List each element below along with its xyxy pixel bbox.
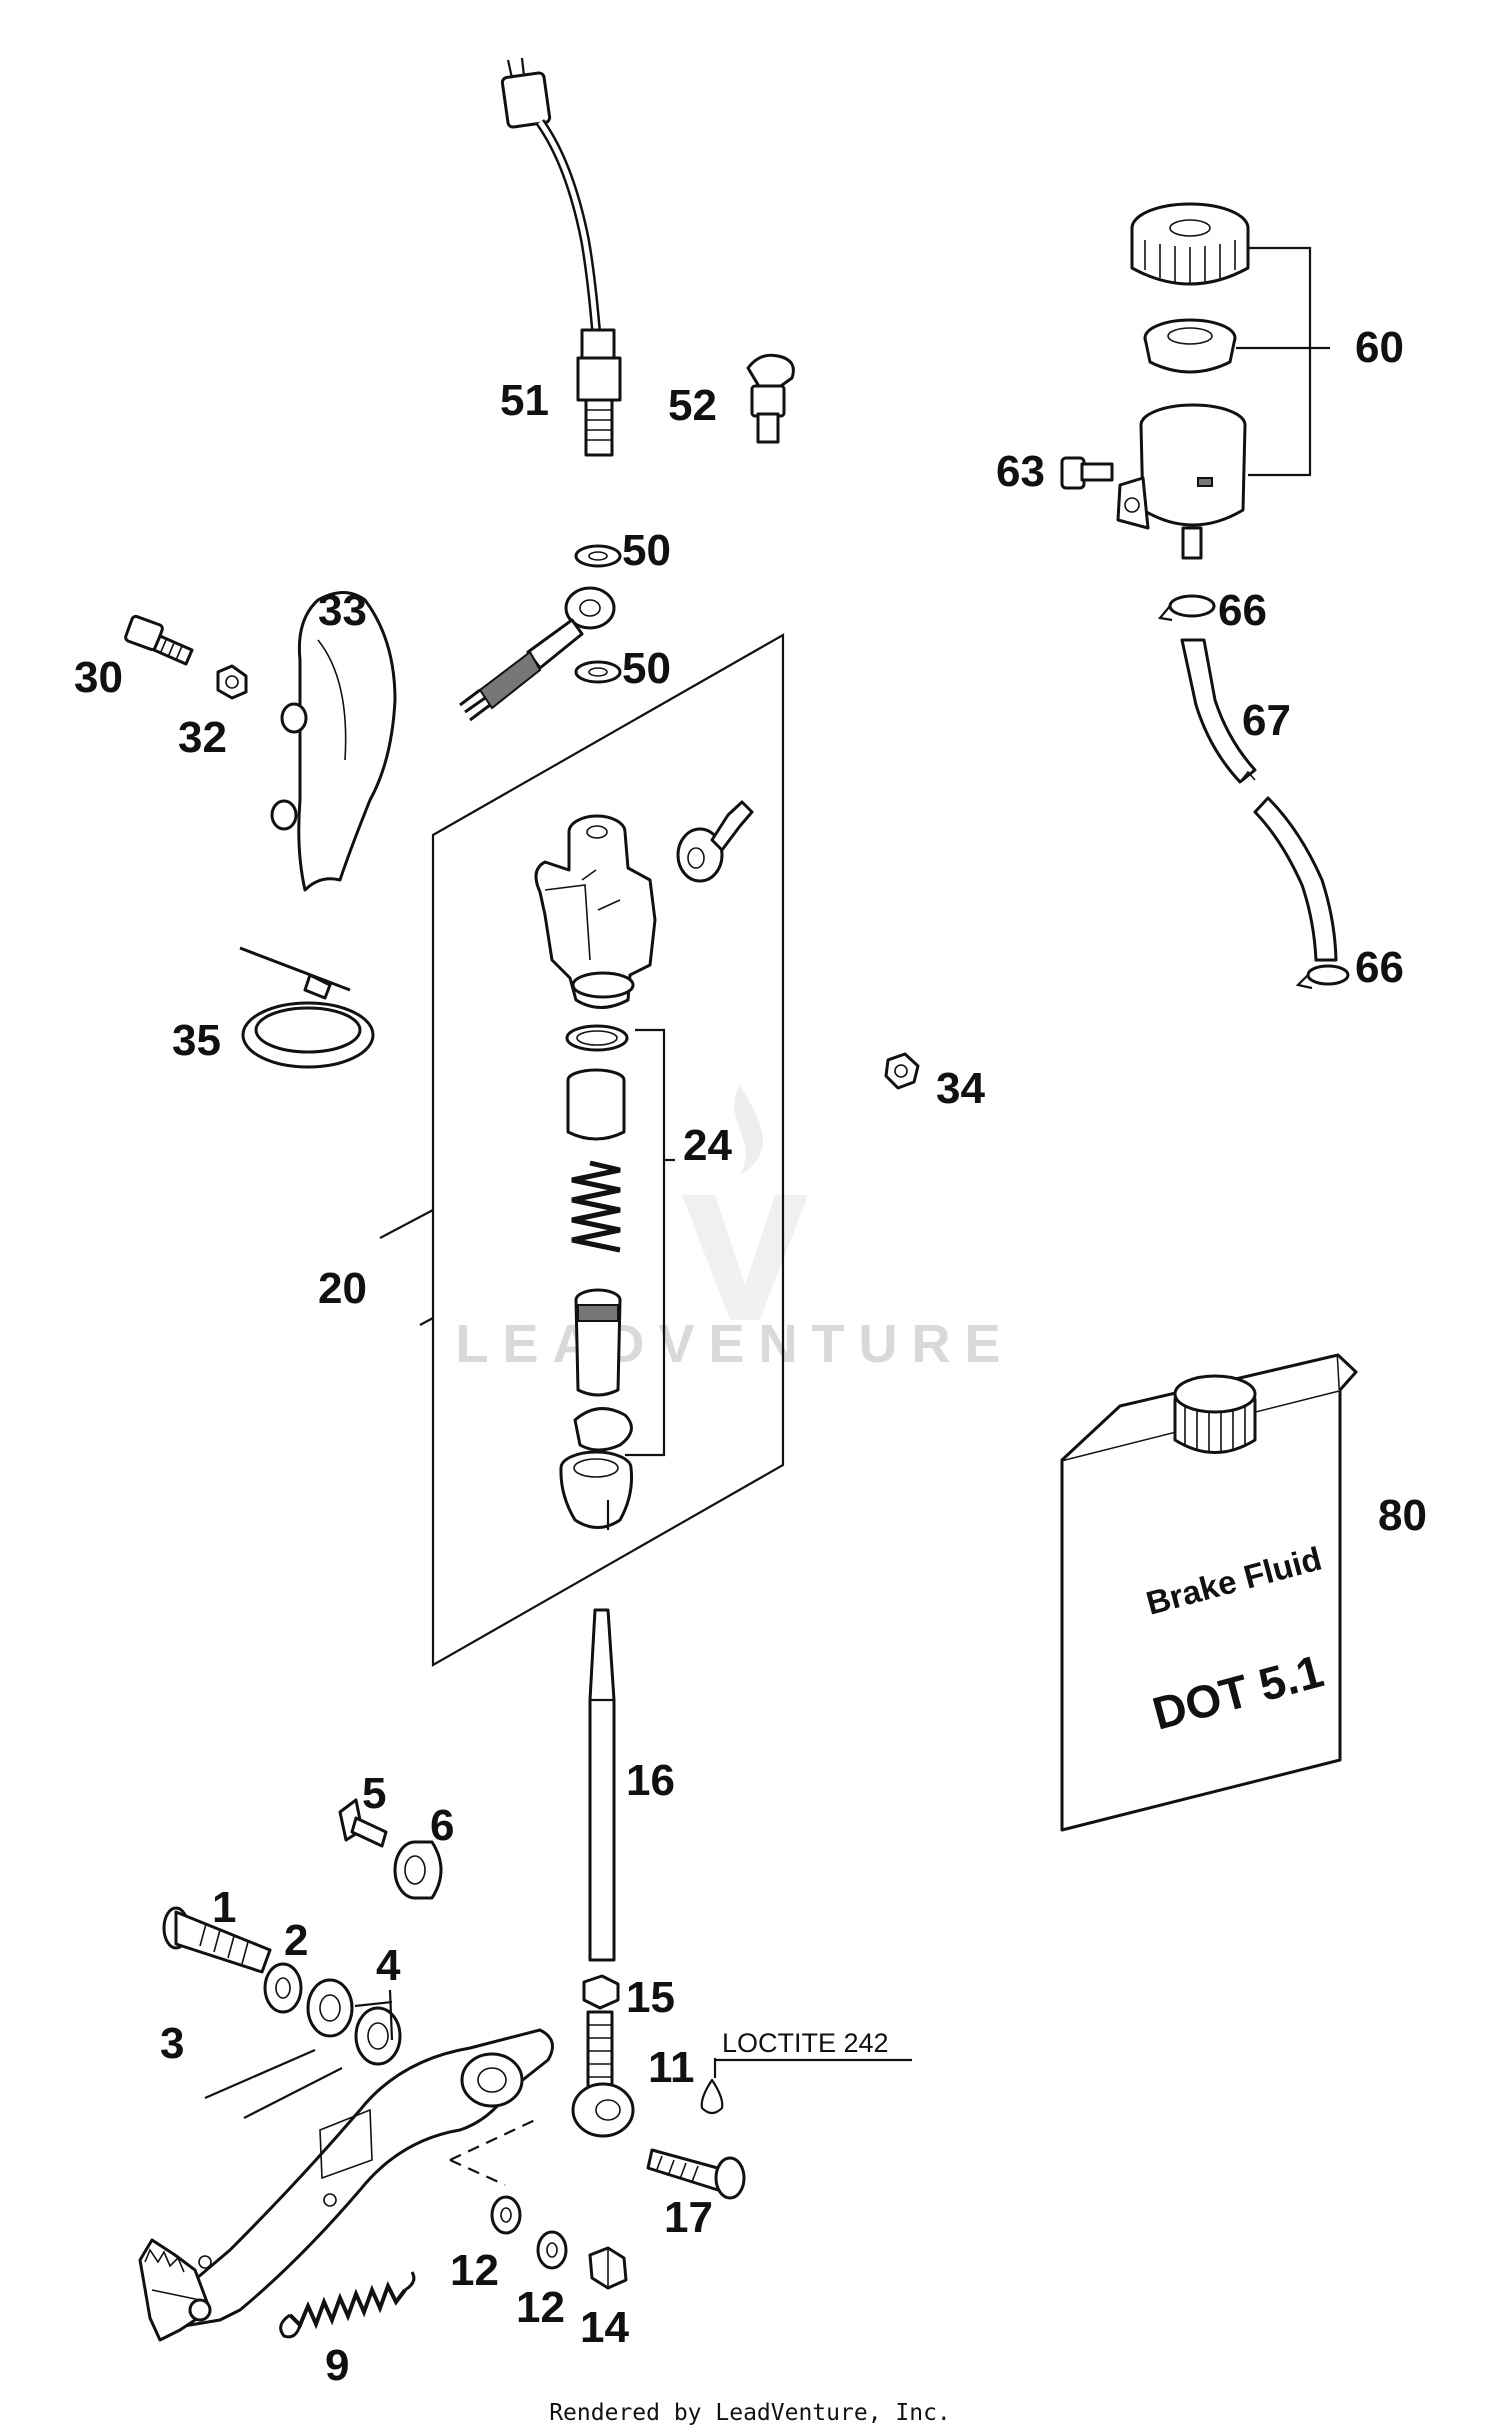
callout-30: 30 <box>74 653 123 702</box>
banjo-hose-fitting[interactable] <box>459 586 616 722</box>
part-30-screw[interactable] <box>124 614 194 666</box>
part-34-nut[interactable] <box>884 1052 920 1090</box>
part-52-bleeder-screw[interactable] <box>746 353 795 444</box>
part-1-bolt[interactable] <box>162 1906 272 1974</box>
part-12-washer-b[interactable] <box>536 2230 568 2270</box>
part-60-reservoir-assembly[interactable] <box>1116 202 1330 560</box>
callout-4: 4 <box>376 1941 401 1990</box>
reservoir-hose-nipple[interactable] <box>676 800 754 883</box>
callout-12-a: 12 <box>450 2246 499 2295</box>
callout-14: 14 <box>580 2303 629 2352</box>
master-cylinder-body[interactable] <box>534 814 657 1009</box>
callout-60: 60 <box>1355 323 1404 372</box>
callout-35: 35 <box>172 1016 221 1065</box>
callout-labels: 51 52 60 63 66 67 66 50 50 33 30 32 35 3… <box>74 323 1427 2390</box>
callout-5: 5 <box>362 1769 386 1818</box>
callout-3: 3 <box>160 2019 184 2068</box>
part-24-repair-kit[interactable] <box>559 1024 675 1529</box>
callout-32: 32 <box>178 713 227 762</box>
callout-63: 63 <box>996 447 1045 496</box>
part-80-brake-fluid-can[interactable]: Brake Fluid DOT 5.1 <box>1060 1353 1358 1832</box>
part-16-push-rod[interactable] <box>588 1608 616 1962</box>
part-15-nut[interactable] <box>582 1974 620 2010</box>
part-9-spring[interactable] <box>279 2271 416 2339</box>
part-11-clevis[interactable] <box>571 2010 635 2138</box>
callout-6: 6 <box>430 1801 454 1850</box>
part-12-washer-a[interactable] <box>490 2195 522 2235</box>
callout-34: 34 <box>936 1064 985 1113</box>
callout-leaders <box>419 1317 610 1530</box>
part-35-cable-tie[interactable] <box>239 946 375 1069</box>
part-32-nut[interactable] <box>216 664 248 700</box>
callout-51: 51 <box>500 376 549 425</box>
part-14-nut[interactable] <box>588 2246 628 2290</box>
part-50-washer-lower[interactable] <box>574 660 622 684</box>
part-51-brake-light-switch[interactable] <box>500 57 622 457</box>
callout-24: 24 <box>683 1121 732 1170</box>
watermark-text: LEADVENTURE <box>455 1314 1014 1374</box>
part-3-brake-pedal[interactable] <box>138 1989 554 2342</box>
callout-17: 17 <box>664 2193 713 2242</box>
callout-15: 15 <box>626 1973 675 2022</box>
callout-33: 33 <box>318 586 367 635</box>
footer-credit: Rendered by LeadVenture, Inc. <box>549 2400 951 2426</box>
part-63-screw[interactable] <box>1060 456 1114 490</box>
callout-12-b: 12 <box>516 2283 565 2332</box>
part-5-screw[interactable] <box>338 1798 388 1848</box>
part-6-bushing[interactable] <box>393 1840 443 1900</box>
callout-20: 20 <box>318 1264 367 1313</box>
callout-67: 67 <box>1242 696 1291 745</box>
part-66-hose-clamp-upper[interactable] <box>1157 594 1216 622</box>
part-33-guard[interactable] <box>270 591 397 892</box>
loctite-drop-icon <box>700 2078 724 2115</box>
callout-16: 16 <box>626 1756 675 1805</box>
part-4-bearing-b[interactable] <box>354 2006 402 2066</box>
part-20-master-cylinder-assembly[interactable] <box>379 633 785 1667</box>
callout-11: 11 <box>648 2043 695 2092</box>
callout-52: 52 <box>668 381 717 430</box>
callout-9: 9 <box>325 2341 349 2390</box>
callout-66-upper: 66 <box>1218 586 1267 635</box>
part-50-washer-upper[interactable] <box>574 544 622 568</box>
callout-1: 1 <box>212 1883 236 1932</box>
part-4-bearing-a[interactable] <box>306 1978 354 2038</box>
callout-80: 80 <box>1378 1491 1427 1540</box>
watermark-logo-icon <box>682 1085 808 1320</box>
part-2-washer[interactable] <box>263 1962 303 2014</box>
callout-2: 2 <box>284 1916 308 1965</box>
callout-50-upper: 50 <box>622 526 671 575</box>
part-67-hose[interactable] <box>1180 638 1338 962</box>
part-17-bolt[interactable] <box>646 2148 746 2200</box>
callout-66-lower: 66 <box>1355 943 1404 992</box>
part-66-hose-clamp-lower[interactable] <box>1295 964 1350 990</box>
watermark: LEADVENTURE <box>455 1085 1014 1374</box>
callout-50-lower: 50 <box>622 644 671 693</box>
loctite-note: LOCTITE 242 <box>722 2028 889 2058</box>
loctite-leader <box>713 2058 912 2078</box>
